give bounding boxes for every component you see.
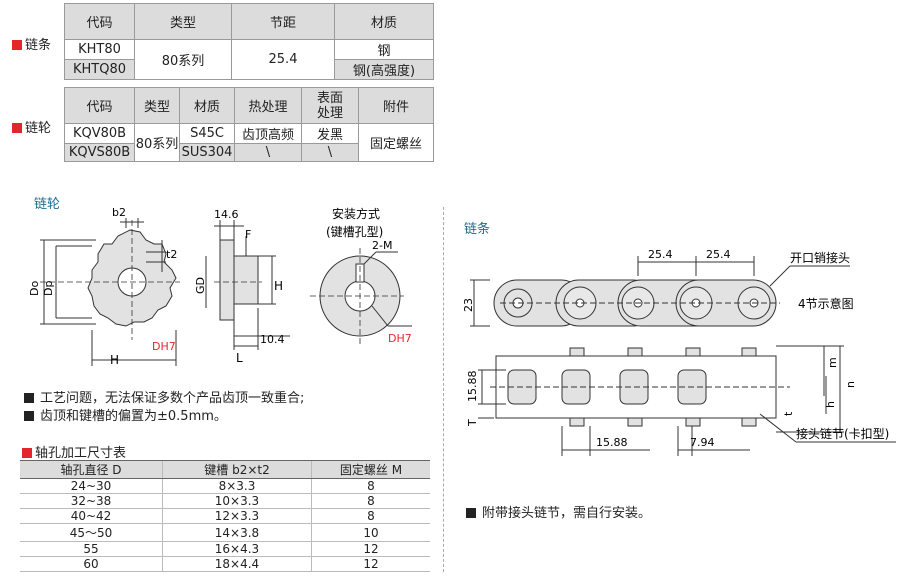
sprocket-front-view [40, 218, 180, 366]
label-b2: b2 [112, 206, 126, 219]
mount-subtitle: (键槽孔型) [326, 225, 383, 239]
bore-header-d: 轴孔直径 D [20, 460, 163, 479]
chain-spec-table: 代码 类型 节距 材质 KHT80 80系列 25.4 钢 KHTQ80 钢(高… [64, 3, 434, 80]
sprocket-material: SUS304 [179, 143, 235, 162]
header-code: 代码 [64, 87, 135, 124]
chain-pitch: 25.4 [231, 39, 335, 80]
black-square-icon [24, 393, 34, 403]
label-F: F [245, 228, 251, 241]
header-material: 材质 [334, 3, 434, 40]
header-material: 材质 [179, 87, 235, 124]
sprocket-section-title: 链轮 [34, 197, 61, 212]
sprocket-note-1: 工艺问题，无法保证多数个产品齿顶一致重合; [24, 387, 304, 406]
sprocket-row-label: 链轮 [12, 117, 51, 136]
label-Dp: Dp [42, 281, 55, 296]
sprocket-spec-table: 代码 类型 材质 热处理 表面处理 附件 KQV80B 80系列 S45C 齿顶… [64, 87, 434, 162]
label-n: n [844, 381, 857, 388]
label-height: 23 [462, 298, 475, 312]
label-m: m [826, 357, 839, 368]
sprocket-heat: 齿顶高频 [234, 123, 302, 144]
sprocket-material: S45C [179, 123, 235, 144]
mount-title: 安装方式 [332, 206, 380, 221]
chain-note: 附带接头链节，需自行安装。 [466, 502, 651, 521]
header-surface: 表面处理 [301, 87, 359, 124]
label-joint: 接头链节(卡扣型) [796, 426, 889, 441]
chain-material: 钢 [334, 39, 434, 60]
header-code: 代码 [64, 3, 135, 40]
sprocket-heat: \ [234, 143, 302, 162]
label-t: t [782, 411, 795, 416]
label-open-pin: 开口销接头 [790, 250, 850, 265]
header-accessory: 附件 [358, 87, 434, 124]
chain-code: KHTQ80 [64, 59, 135, 80]
label-DH7: DH7 [152, 340, 176, 353]
black-square-icon [466, 508, 476, 518]
label-bottom2: 7.94 [690, 436, 715, 449]
red-square-icon [22, 448, 32, 458]
label-M: 2-M [372, 239, 392, 252]
chain-row-label: 链条 [12, 34, 51, 53]
sprocket-accessory: 固定螺丝 [358, 123, 434, 162]
label-four-node: 4节示意图 [798, 296, 854, 311]
bore-table-title: 轴孔加工尺寸表 [22, 442, 126, 461]
label-h: h [824, 401, 837, 408]
chain-top-view [493, 279, 780, 327]
label-GD: GD [194, 277, 207, 294]
chain-side-view [490, 347, 790, 427]
black-square-icon [24, 411, 34, 421]
sprocket-surface: \ [301, 143, 359, 162]
header-pitch: 节距 [231, 3, 335, 40]
label-pitch1: 25.4 [648, 248, 673, 261]
sprocket-note-2: 齿顶和键槽的偏置为±0.5mm。 [24, 405, 227, 424]
section-divider [443, 207, 444, 572]
bore-header-screw: 固定螺丝 M [311, 460, 430, 479]
label-Do: Do [28, 281, 41, 296]
sprocket-mount-view [310, 248, 412, 344]
label-hub: 10.4 [260, 333, 285, 346]
chain-code: KHT80 [64, 39, 135, 60]
chain-top-dims [470, 256, 850, 327]
header-type: 类型 [134, 87, 180, 124]
label-H: H [110, 353, 119, 367]
red-square-icon [12, 123, 22, 133]
sprocket-code: KQVS80B [64, 143, 135, 162]
label-L: L [236, 351, 243, 365]
header-type: 类型 [134, 3, 232, 40]
sprocket-code: KQV80B [64, 123, 135, 144]
chain-drawing: 25.4 25.4 开口销接头 23 4节示意图 [462, 248, 896, 456]
header-heat: 热处理 [234, 87, 302, 124]
red-square-icon [12, 40, 22, 50]
sprocket-drawing: b2 t2 Do Dp H DH7 14.6 F GD H L 10.4 安装方… [28, 206, 412, 367]
label-H2: H [274, 279, 283, 293]
chain-type: 80系列 [134, 39, 232, 80]
label-pitch2: 25.4 [706, 248, 731, 261]
sprocket-surface: 发黑 [301, 123, 359, 144]
label-DH7b: DH7 [388, 332, 412, 345]
label-bottom1: 15.88 [596, 436, 628, 449]
label-t2: t2 [166, 248, 177, 261]
chain-side-dims [478, 345, 896, 456]
chain-section-title: 链条 [464, 222, 491, 237]
label-w1: 15.88 [466, 371, 479, 403]
label-T: T [466, 419, 479, 427]
chain-material: 钢(高强度) [334, 59, 434, 80]
bore-header-key: 键槽 b2×t2 [162, 460, 312, 479]
label-width: 14.6 [214, 208, 239, 221]
sprocket-side-view [205, 220, 290, 350]
sprocket-type: 80系列 [134, 123, 180, 162]
